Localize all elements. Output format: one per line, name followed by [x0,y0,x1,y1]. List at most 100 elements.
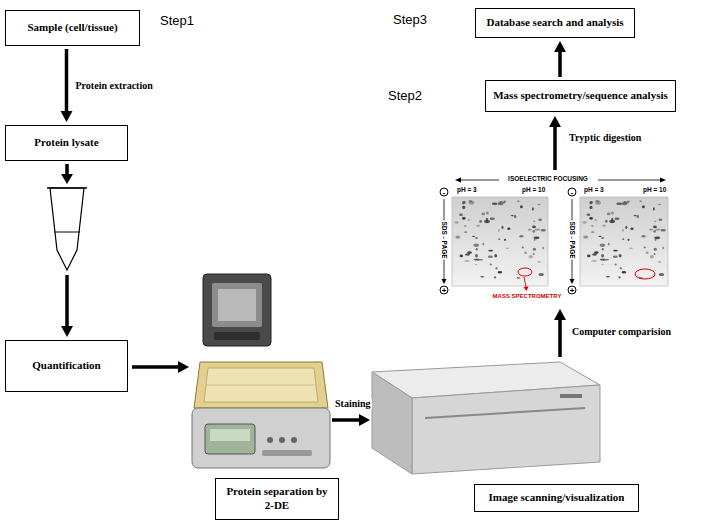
step-label: Step1 [160,13,194,28]
2d-gel-images [660,178,666,183]
protein-spot [627,239,629,241]
protein-spot [480,276,484,278]
arrow-label: Staining [334,398,372,409]
protein-spot [473,244,479,247]
step-label: Step3 [393,12,427,27]
protein-spot [534,239,536,241]
2d-gel-images [442,178,669,292]
protein-spot [486,212,489,215]
protein-spot [460,255,464,258]
sample-tube [54,232,80,233]
flow-arrow [549,116,561,127]
protein-spot [501,226,503,229]
2d-gel-images [452,197,548,286]
protein-spot [533,248,536,251]
arrow-line [65,49,69,112]
box-text: Mass spectrometry/sequence analysis [493,89,668,103]
polarity-sign: - [568,188,577,197]
box-text: Quantification [32,359,100,373]
image-scanner [425,408,585,418]
protein-spot [587,214,591,216]
protein-spot [642,235,646,238]
process-box: Image scanning/visualization [474,484,639,512]
protein-spot [507,228,510,230]
polarity-sign: - [440,188,449,197]
protein-spot [654,253,656,255]
protein-spot [532,226,536,229]
protein-spot [464,231,467,232]
process-box: Sample (cell/tissue) [5,10,140,46]
protein-spot [583,236,588,239]
protein-spot [538,219,542,221]
flow-arrow [132,365,178,369]
protein-spot [658,204,661,205]
2d-gel-images [570,279,575,284]
protein-spot [529,255,533,258]
flow-arrow [554,309,566,357]
protein-spot [539,273,544,276]
protein-spot [534,236,540,239]
protein-spot [599,236,602,237]
process-box: Protein lysate [5,125,128,161]
protein-spot [482,243,484,246]
protein-spot [662,247,664,250]
protein-spot [659,219,663,221]
2d-gel-images [598,180,661,181]
protein-spot [619,254,622,257]
protein-spot [476,225,480,227]
protein-spot [659,273,664,276]
gel-label: SDS - PAGE [569,220,576,259]
protein-spot [462,217,466,220]
protein-spot [606,276,610,278]
protein-spot [459,214,463,216]
protein-spot [490,264,492,266]
flow-arrow [359,414,370,426]
protein-spot [650,255,654,258]
protein-spot [658,261,661,262]
protein-spot [468,200,472,201]
electrophoresis-device [203,274,271,346]
electrophoresis-device [218,289,256,321]
arrow-head [554,41,566,52]
protein-spot [625,226,627,229]
process-box: Mass spectrometry/sequence analysis [485,80,676,112]
protein-spot [535,229,540,231]
protein-spot [533,230,536,233]
2d-gel-images [442,279,447,284]
protein-spot [622,271,627,273]
2d-gel-images [460,180,499,181]
box-text: Database search and analysis [486,16,623,30]
protein-spot [649,229,653,231]
protein-spot [644,247,646,249]
protein-spot [524,251,527,254]
protein-spot [462,206,465,209]
protein-spot [492,203,498,206]
protein-spot [533,253,535,255]
box-text: Sample (cell/tissue) [27,21,117,35]
protein-spot [490,218,495,220]
protein-spot [520,205,523,208]
image-scanner [372,362,600,474]
protein-spot [616,203,622,206]
electrophoresis-device [204,368,318,402]
gel-label: pH = 10 [642,186,667,193]
protein-spot [601,264,603,265]
protein-spot [642,205,645,208]
process-box: Database search and analysis [475,8,635,38]
protein-spot [600,244,606,247]
flow-arrow [178,361,189,373]
electrophoresis-device [291,437,297,443]
protein-spot [488,250,493,252]
2d-gel-images [518,268,532,276]
protein-spot [542,247,544,250]
2d-gel-images [524,287,529,292]
protein-spot [494,276,496,278]
protein-spot [653,230,656,233]
sample-tube [65,164,69,174]
sample-tube [61,326,73,337]
gel-label: ISOELECTRIC FOCUSING [507,175,589,182]
protein-spot [502,202,506,204]
protein-spot [591,225,594,227]
protein-spot [587,255,591,258]
protein-spot [472,236,475,237]
